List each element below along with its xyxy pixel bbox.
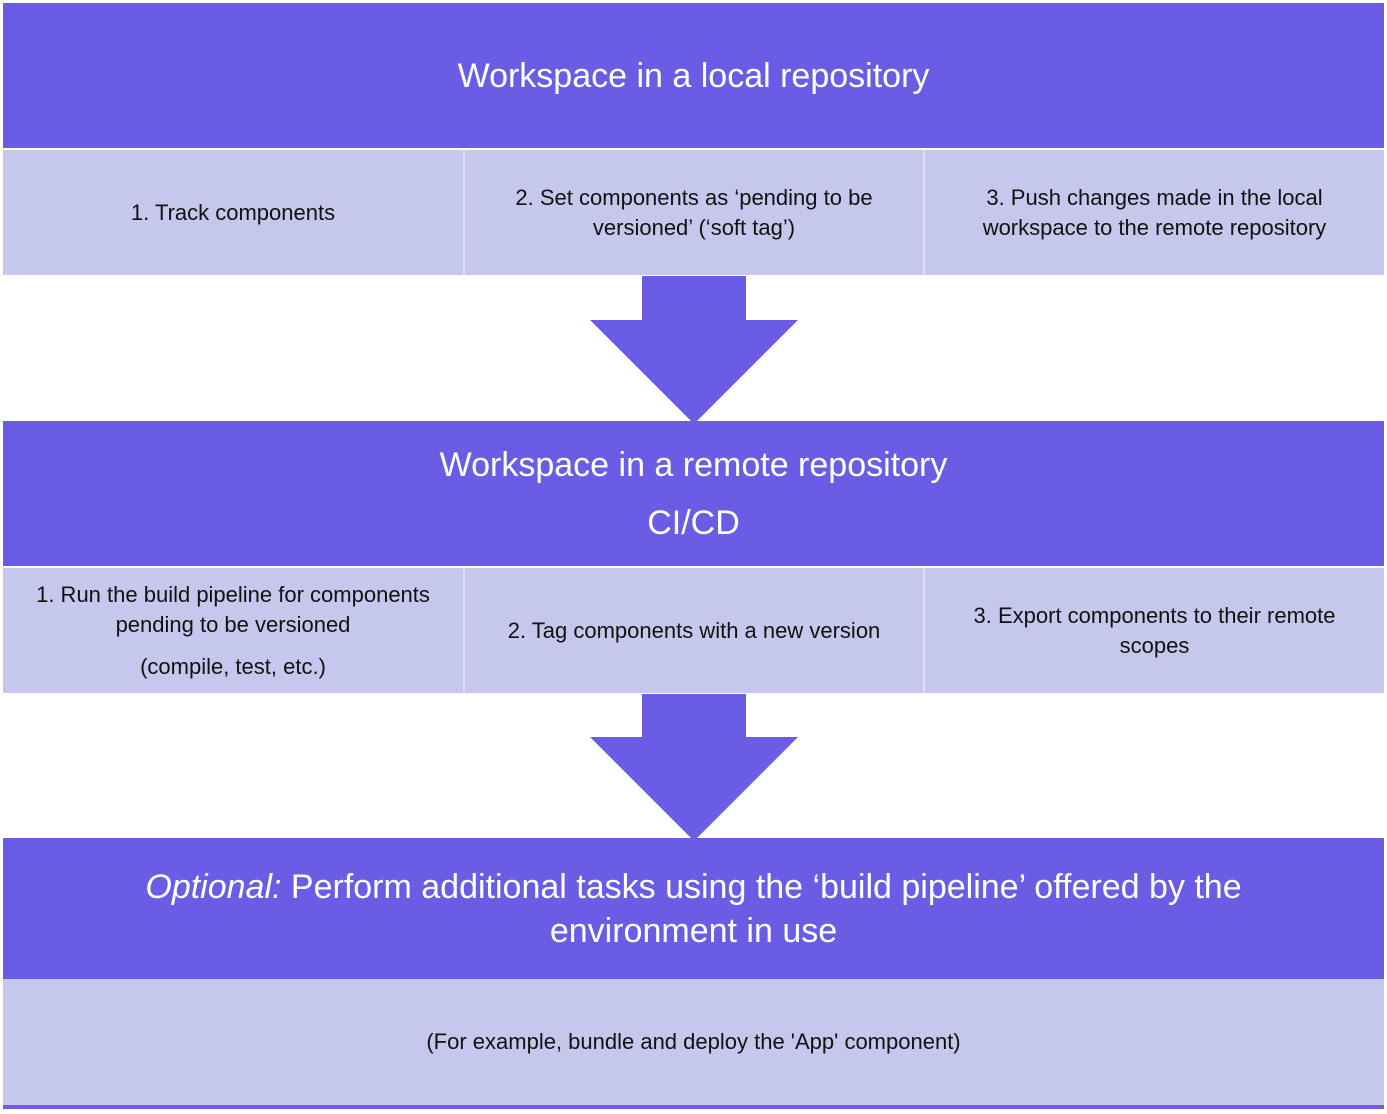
stage-remote-header: Workspace in a remote repository CI/CD — [3, 421, 1384, 566]
stage-remote-steps: 1. Run the build pipeline for components… — [3, 568, 1384, 693]
stage-optional-header: Optional: Perform additional tasks using… — [3, 838, 1384, 979]
optional-note-text: (For example, bundle and deploy the 'App… — [426, 1029, 961, 1054]
stage-optional-note: (For example, bundle and deploy the 'App… — [3, 979, 1384, 1109]
local-step-1: 1. Track components — [3, 150, 463, 275]
stage-remote-subtitle: CI/CD — [647, 503, 740, 542]
remote-step-3: 3. Export components to their remote sco… — [923, 568, 1384, 693]
remote-step-2-text: 2. Tag components with a new version — [507, 617, 881, 643]
stage-local-title: Workspace in a local repository — [457, 56, 930, 95]
stage-remote-title: Workspace in a remote repository — [439, 445, 948, 484]
down-arrow-1 — [590, 276, 798, 424]
stage-optional-title: Optional: Perform additional tasks using… — [84, 865, 1304, 953]
local-step-3: 3. Push changes made in the local worksp… — [923, 150, 1384, 275]
local-step-2-text: 2. Set components as ‘pending to be vers… — [515, 184, 873, 240]
optional-title-text: Perform additional tasks using the ‘buil… — [290, 867, 1242, 950]
remote-step-2: 2. Tag components with a new version — [463, 568, 923, 693]
local-step-2: 2. Set components as ‘pending to be vers… — [463, 150, 923, 275]
remote-step-1-extra: (compile, test, etc.) — [140, 653, 326, 679]
local-step-1-text: 1. Track components — [130, 199, 336, 225]
down-arrow-2 — [590, 694, 798, 841]
remote-step-1: 1. Run the build pipeline for components… — [3, 568, 463, 693]
remote-step-1-text: 1. Run the build pipeline for components… — [36, 581, 430, 637]
optional-prefix: Optional: — [145, 867, 282, 906]
local-step-3-text: 3. Push changes made in the local worksp… — [982, 184, 1327, 240]
stage-local-steps: 1. Track components 2. Set components as… — [3, 150, 1384, 275]
stage-local-header: Workspace in a local repository — [3, 3, 1384, 148]
remote-step-3-text: 3. Export components to their remote sco… — [973, 602, 1336, 658]
